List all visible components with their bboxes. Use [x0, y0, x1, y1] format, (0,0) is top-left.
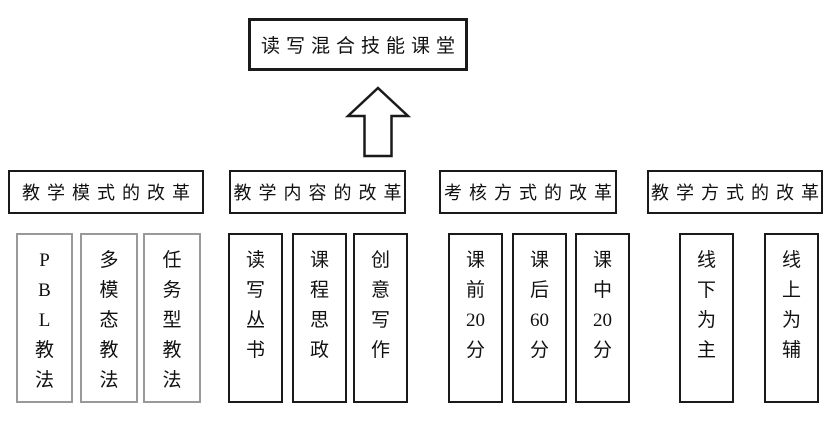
title-text: 读写混合技能课堂 [260, 36, 461, 57]
group-3-header-text: 考核方式的改革 [444, 183, 619, 203]
group-1-item-3-text: 任 务 型 教 法 [162, 250, 182, 391]
group-1-item-2-text: 多 模 态 教 法 [99, 250, 119, 391]
group-2-item-3-text: 创 意 写 作 [370, 250, 390, 361]
group-2-item-3-box: 创 意 写 作 [353, 233, 408, 403]
group-4-item-2-box: 线 上 为 辅 [764, 233, 819, 403]
group-2-header-box: 教学内容的改革 [229, 170, 406, 214]
group-1-item-2-box: 多 模 态 教 法 [80, 233, 138, 403]
group-3-item-3-box: 课 中 20 分 [575, 233, 630, 403]
group-1-header-box: 教学模式的改革 [8, 170, 204, 214]
group-1-item-1-text: P B L 教 法 [34, 250, 54, 391]
group-2-header-text: 教学内容的改革 [233, 183, 409, 203]
group-3-item-3-text: 课 中 20 分 [592, 250, 612, 361]
group-3-header-box: 考核方式的改革 [439, 170, 617, 214]
group-4-header-text: 教学方式的改革 [651, 183, 826, 203]
title-box: 读写混合技能课堂 [248, 18, 468, 71]
group-3-item-2-text: 课 后 60 分 [529, 250, 549, 361]
group-3-item-1-text: 课 前 20 分 [465, 250, 485, 361]
group-4-item-1-box: 线 下 为 主 [679, 233, 734, 403]
group-4-item-2-text: 线 上 为 辅 [781, 250, 801, 361]
group-3-item-1-box: 课 前 20 分 [448, 233, 503, 403]
group-1-header-text: 教学模式的改革 [22, 183, 197, 203]
up-arrow-icon [345, 86, 411, 158]
group-2-item-1-text: 读 写 丛 书 [245, 250, 265, 361]
group-4-header-box: 教学方式的改革 [647, 170, 823, 214]
group-1-item-1-box: P B L 教 法 [16, 233, 73, 403]
group-3-item-2-box: 课 后 60 分 [512, 233, 567, 403]
group-2-item-1-box: 读 写 丛 书 [228, 233, 283, 403]
group-1-item-3-box: 任 务 型 教 法 [143, 233, 201, 403]
group-4-item-1-text: 线 下 为 主 [696, 250, 716, 361]
group-2-item-2-box: 课 程 思 政 [292, 233, 347, 403]
group-2-item-2-text: 课 程 思 政 [309, 250, 329, 361]
